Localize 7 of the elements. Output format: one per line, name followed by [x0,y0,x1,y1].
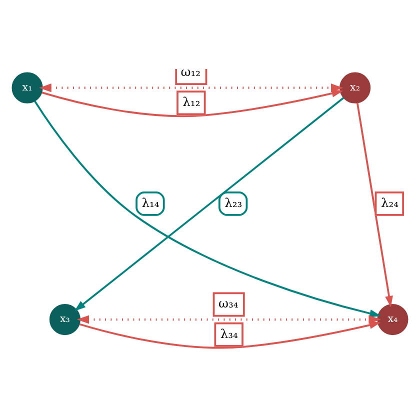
edge-label: λ₃₄ [220,326,238,340]
edge-label: λ₂₄ [380,195,399,210]
edge-label: λ₁₄ [142,195,160,210]
edge-label: λ₂₃ [224,195,242,210]
edge-label: ω₃₄ [218,296,238,310]
edge-label: λ₁₂ [182,94,200,109]
edge-label: ω₁₂ [180,64,201,78]
